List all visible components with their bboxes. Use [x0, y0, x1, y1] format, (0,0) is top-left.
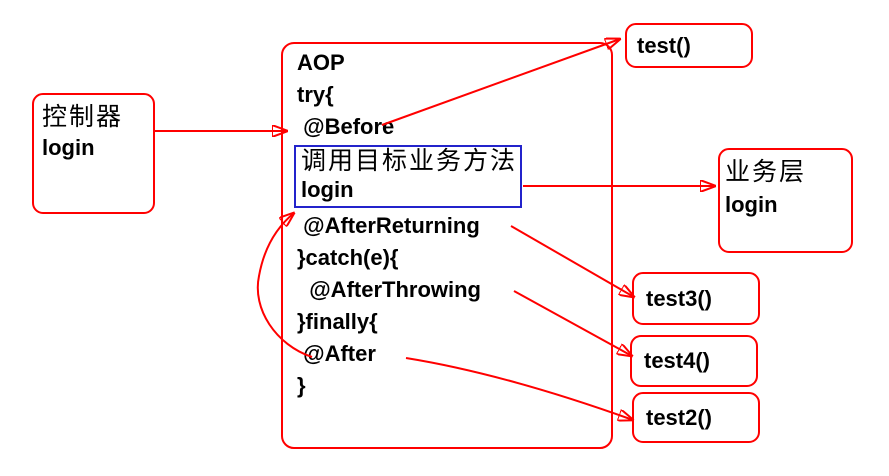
service-layer-box: 业务层 login: [718, 148, 853, 253]
test3-method-label: test3(): [646, 285, 713, 311]
test4-method-box: test4(): [630, 335, 758, 387]
target-call-method: login: [301, 177, 354, 202]
aop-proxy-box: AOP try{ @Before 调用目标业务方法 login @AfterRe…: [281, 42, 613, 449]
test2-method-label: test2(): [646, 404, 713, 430]
aop-header: AOP: [297, 50, 345, 75]
test-method-label: test(): [637, 32, 691, 58]
aop-code-bottom: @AfterReturning }catch(e){ @AfterThrowin…: [297, 210, 481, 402]
target-call-caption: 调用目标业务方法: [301, 148, 518, 175]
aop-code-top: AOP try{ @Before: [297, 47, 394, 143]
try-line: try{: [297, 82, 334, 107]
catch-line: }catch(e){: [297, 245, 399, 270]
test2-method-box: test2(): [632, 392, 760, 443]
controller-box: 控制器 login: [32, 93, 155, 214]
after-returning-advice-line: @AfterReturning: [297, 213, 480, 238]
controller-method: login: [42, 135, 95, 160]
after-advice-line: @After: [297, 341, 376, 366]
test3-method-box: test3(): [632, 272, 760, 325]
service-layer-title: 业务层: [725, 159, 807, 186]
after-throwing-advice-line: @AfterThrowing: [297, 277, 481, 302]
service-layer-method: login: [725, 192, 778, 217]
test-method-box: test(): [625, 23, 753, 68]
target-method-call-box: 调用目标业务方法 login: [294, 145, 522, 208]
before-advice-line: @Before: [297, 114, 395, 139]
test4-method-label: test4(): [644, 348, 711, 373]
finally-line: }finally{: [297, 309, 378, 334]
closing-brace-line: }: [297, 373, 306, 398]
controller-title: 控制器: [42, 104, 124, 131]
